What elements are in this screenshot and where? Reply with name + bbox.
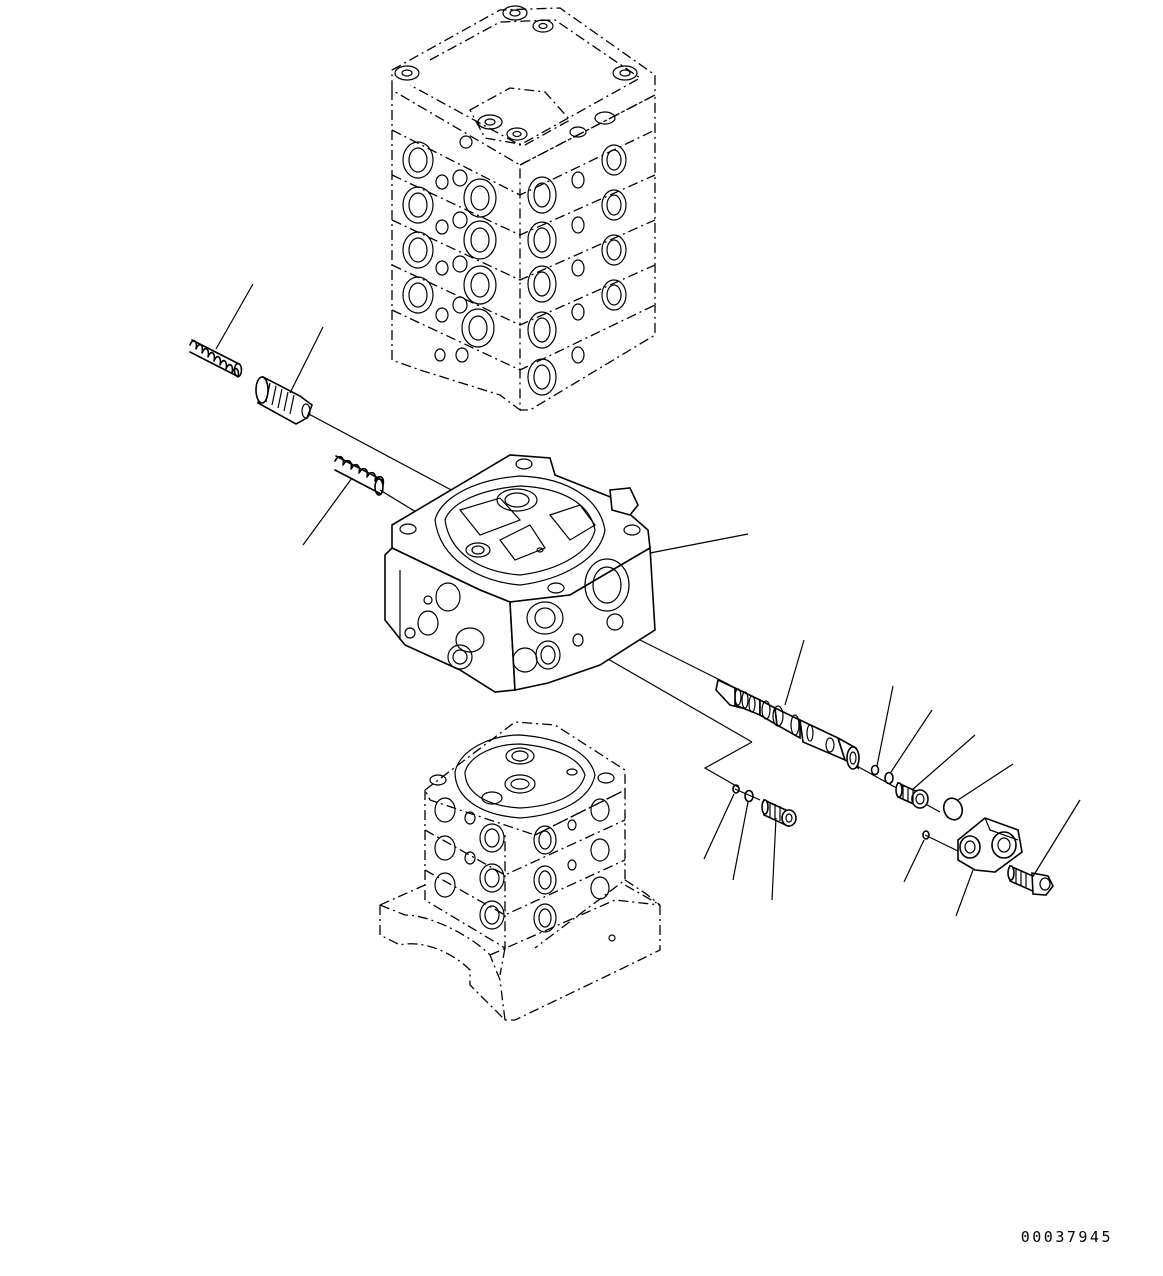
leader-spring-2 (302, 477, 353, 546)
spring-2 (334, 455, 385, 496)
backup-ring (884, 771, 894, 785)
spring-1 (189, 339, 243, 378)
leader-valve-section (649, 533, 749, 554)
leader-small-o-ring (703, 793, 735, 860)
leader-small-plug (771, 817, 777, 901)
leader-spring-1 (215, 283, 254, 350)
plug-1 (895, 781, 929, 809)
o-ring-3 (922, 830, 930, 840)
o-ring-2 (942, 797, 964, 821)
leader-o-ring-3 (903, 839, 925, 883)
bolt (1007, 864, 1054, 896)
leader-spool (784, 639, 805, 706)
small-backup-ring (744, 789, 754, 803)
cover (957, 817, 1023, 873)
spool (715, 678, 860, 770)
retainer (255, 375, 313, 425)
o-ring-1 (870, 764, 880, 776)
leader-bolt (1031, 799, 1081, 879)
upper-valve-stack (391, 5, 656, 412)
leader-plug-1 (911, 734, 976, 791)
small-plug (761, 798, 797, 828)
document-number: 00037945 (1020, 1228, 1113, 1246)
leader-retainer (289, 326, 324, 394)
leader-o-ring-2 (957, 763, 1014, 801)
leader-backup-ring (890, 709, 933, 773)
leader-o-ring-1 (876, 685, 894, 767)
leader-cover (955, 869, 974, 917)
valve-section (384, 454, 656, 693)
leader-small-backup-ring (732, 801, 749, 881)
small-o-ring (732, 784, 740, 794)
lower-valve-stack (379, 721, 661, 1021)
